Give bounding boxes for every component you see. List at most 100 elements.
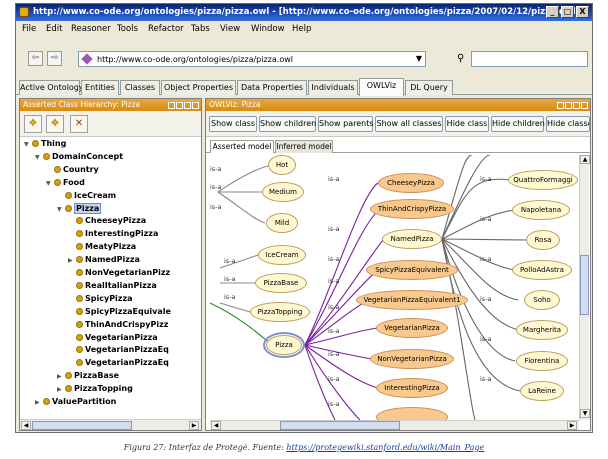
tab-individuals[interactable]: Individuals <box>308 80 358 95</box>
tree-node[interactable]: ▶PizzaTopping <box>57 383 133 395</box>
binoculars-icon[interactable]: ⚲ <box>457 53 465 64</box>
tab-dl-query[interactable]: DL Query <box>405 80 453 95</box>
class-node-nonvegetarianpizza[interactable]: NonVegetarianPizza <box>370 349 454 369</box>
tree-node[interactable]: ▶ValuePartition <box>35 396 116 408</box>
menu-help[interactable]: Help <box>292 24 312 34</box>
tab-data-properties[interactable]: Data Properties <box>237 80 307 95</box>
class-node-margherita[interactable]: Margherita <box>516 320 568 340</box>
tree-node[interactable]: ▶PizzaBase <box>57 370 119 382</box>
chevron-down-icon[interactable]: ▼ <box>415 54 422 63</box>
search-input[interactable] <box>471 51 588 67</box>
scroll-right-icon[interactable]: ▶ <box>567 421 577 430</box>
hide-class-button[interactable]: Hide class <box>445 116 489 132</box>
class-node-partial[interactable] <box>376 407 448 420</box>
scroll-right-icon[interactable]: ▶ <box>189 421 199 430</box>
class-node-vegetarianpizzaequivalent1[interactable]: VegetarianPizzaEquivalent1 <box>356 290 468 310</box>
menu-edit[interactable]: Edit <box>46 24 63 34</box>
close-button[interactable]: X <box>576 6 589 18</box>
tree-node[interactable]: RealItalianPizza <box>68 280 157 292</box>
tree-node[interactable]: MeatyPizza <box>68 241 136 253</box>
scroll-left-icon[interactable]: ◀ <box>211 421 221 430</box>
tree-node[interactable]: ▼Pizza <box>57 202 102 215</box>
class-node-pizza[interactable]: Pizza <box>263 332 305 358</box>
expand-icon[interactable]: ▶ <box>57 373 62 381</box>
tree-node[interactable]: Country <box>46 164 99 176</box>
tab-inferred-model[interactable]: Inferred model <box>275 140 333 153</box>
panel-window-buttons[interactable] <box>167 101 199 113</box>
class-node-thinandcrispypizza[interactable]: ThinAndCrispyPizza <box>370 199 454 219</box>
class-node-mild[interactable]: Mild <box>266 213 298 233</box>
tree-node[interactable]: SpicyPizza <box>68 293 133 305</box>
forward-arrow-icon[interactable]: ⇨ <box>47 51 62 66</box>
tab-entities[interactable]: Entities <box>81 80 119 95</box>
tree-node[interactable]: NonVegetarianPizz <box>68 267 170 279</box>
scroll-up-icon[interactable]: ▲ <box>580 155 590 164</box>
panel-window-buttons[interactable] <box>556 101 588 113</box>
hide-children-button[interactable]: Hide children <box>491 116 545 132</box>
class-node-icecream[interactable]: IceCream <box>258 245 306 265</box>
horizontal-scrollbar[interactable]: ◀ ▶ <box>20 419 201 430</box>
tree-node[interactable]: VegetarianPizza <box>68 332 158 344</box>
tree-node[interactable]: ▼Food <box>46 177 85 189</box>
minimize-button[interactable]: _ <box>546 6 559 18</box>
collapse-icon[interactable]: ▼ <box>57 205 62 213</box>
class-node-interestingpizza[interactable]: InterestingPizza <box>376 378 448 398</box>
tree-node[interactable]: ▼DomainConcept <box>35 151 123 163</box>
expand-icon[interactable]: ▶ <box>68 257 73 265</box>
tree-node[interactable]: VegetarianPizzaEq <box>68 357 169 369</box>
class-node-pizzabase[interactable]: PizzaBase <box>255 273 307 293</box>
class-node-spicypizzaequivalent[interactable]: SpicyPizzaEquivalent <box>366 260 458 280</box>
menu-tabs[interactable]: Tabs <box>191 24 210 34</box>
class-node-fiorentina[interactable]: Fiorentina <box>516 351 568 371</box>
class-node-quattroformaggi[interactable]: QuattroFormaggi <box>508 170 578 190</box>
class-node-soho[interactable]: Soho <box>524 290 560 310</box>
add-sibling-icon[interactable]: ❖ <box>46 115 64 133</box>
hide-classes-button[interactable]: Hide classes p <box>546 116 590 132</box>
scroll-thumb[interactable] <box>280 421 400 430</box>
scroll-thumb[interactable] <box>580 255 589 315</box>
tree-node[interactable]: SpicyPizzaEquivale <box>68 306 171 318</box>
expand-icon[interactable]: ▶ <box>57 386 62 394</box>
tree-node[interactable]: ▼Thing <box>24 138 66 150</box>
class-node-rosa[interactable]: Rosa <box>526 230 560 250</box>
tree-node[interactable]: VegetarianPizzaEq <box>68 344 169 356</box>
delete-class-icon[interactable]: ✕ <box>70 115 88 133</box>
tree-node[interactable]: ThinAndCrispyPizz <box>68 319 168 331</box>
menu-file[interactable]: File <box>22 24 37 34</box>
tree-node[interactable]: IceCream <box>57 190 116 202</box>
tab-classes[interactable]: Classes <box>120 80 160 95</box>
collapse-icon[interactable]: ▼ <box>24 141 29 148</box>
class-node-hot[interactable]: Hot <box>268 155 296 175</box>
maximize-button[interactable]: □ <box>561 6 574 18</box>
tab-active-ontology[interactable]: Active Ontology <box>19 80 84 95</box>
add-subclass-icon[interactable]: ❖ <box>24 115 42 133</box>
show-children-button[interactable]: Show children <box>259 116 316 132</box>
menu-tools[interactable]: Tools <box>117 24 138 34</box>
class-node-vegetarianpizza[interactable]: VegetarianPizza <box>376 318 448 338</box>
caption-link[interactable]: https://protegewiki.stanford.edu/wiki/Ma… <box>286 443 485 452</box>
show-class-button[interactable]: Show class <box>209 116 257 132</box>
scroll-down-icon[interactable]: ▼ <box>580 409 590 418</box>
class-node-medium[interactable]: Medium <box>262 182 304 202</box>
class-node-namedpizza[interactable]: NamedPizza <box>382 229 442 249</box>
show-parents-button[interactable]: Show parents <box>318 116 374 132</box>
menu-reasoner[interactable]: Reasoner <box>71 24 111 34</box>
collapse-icon[interactable]: ▼ <box>46 179 51 187</box>
owlviz-graph[interactable]: is-a is-a is-a is-a is-a is-a is-a is-a … <box>210 155 578 420</box>
menu-window[interactable]: Window <box>251 24 285 34</box>
tab-object-properties[interactable]: Object Properties <box>161 80 236 95</box>
tree-node[interactable]: ▶NamedPizza <box>68 254 140 266</box>
tree-node[interactable]: InterestingPizza <box>68 228 158 240</box>
tab-asserted-model[interactable]: Asserted model <box>210 140 274 153</box>
class-node-cheeseypizza[interactable]: CheeseyPizza <box>378 173 444 193</box>
tab-owlviz[interactable]: OWLViz <box>359 78 404 96</box>
horizontal-scrollbar[interactable]: ◀ ▶ <box>210 420 579 430</box>
class-node-napoletana[interactable]: Napoletana <box>512 200 570 220</box>
menu-refactor[interactable]: Refactor <box>148 24 184 34</box>
menu-view[interactable]: View <box>220 24 241 34</box>
show-all-classes-button[interactable]: Show all classes <box>375 116 443 132</box>
expand-icon[interactable]: ▶ <box>35 399 40 406</box>
class-node-polloadastra[interactable]: PolloAdAstra <box>512 260 572 280</box>
tree-node[interactable]: CheeseyPizza <box>68 215 146 227</box>
class-node-pizzatopping[interactable]: PizzaTopping <box>250 302 310 322</box>
